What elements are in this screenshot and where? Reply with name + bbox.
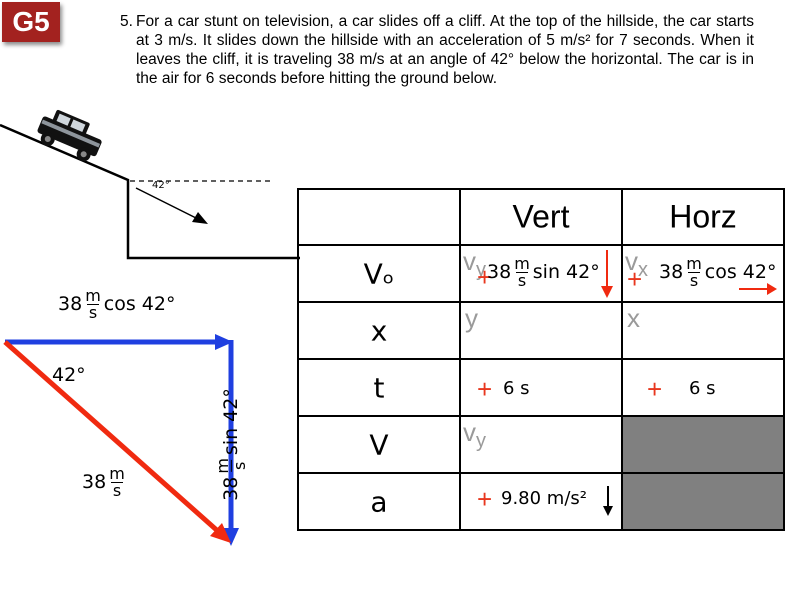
a-vert-value: 9.80 m/s² — [501, 488, 587, 509]
row-label-t: t — [297, 358, 461, 417]
cell-a-vert: + 9.80 m/s² — [459, 472, 623, 531]
cell-x-horz: x — [621, 301, 785, 360]
plus-sign: + — [627, 264, 643, 294]
ghost-vy: vy — [463, 246, 486, 281]
ghost-x: x — [627, 303, 640, 333]
plus-sign: + — [477, 262, 493, 292]
t-horz-value: 6 s — [689, 378, 716, 399]
triangle-angle-label: 42° — [52, 364, 86, 386]
plus-sign: + — [477, 374, 493, 404]
resultant-velocity-arrow — [3, 340, 222, 535]
launch-arrowhead — [192, 212, 208, 224]
right-arrow-icon — [739, 283, 777, 295]
header-vert: Vert — [459, 188, 623, 246]
table-row-time: t + 6 s + 6 s — [297, 358, 785, 417]
ghost-vx: vx — [625, 246, 648, 281]
table-header-row: Vert Horz — [297, 188, 785, 246]
horizontal-component-arrowhead — [215, 334, 233, 350]
header-horz: Horz — [621, 188, 785, 246]
row-label-vo: Vₒ — [297, 244, 461, 303]
plus-sign: + — [477, 484, 493, 514]
problem-number: 5. — [120, 13, 133, 30]
ghost-vy: vy — [463, 417, 486, 452]
cell-v-horz-blocked — [621, 415, 785, 474]
down-arrow-icon — [601, 250, 613, 298]
scene-angle-label: 42° — [152, 180, 170, 191]
down-arrow-icon — [603, 486, 613, 516]
cell-x-vert: y — [459, 301, 623, 360]
header-blank-cell — [297, 188, 461, 246]
cell-t-horz: + 6 s — [621, 358, 785, 417]
resultant-velocity-arrowhead — [210, 523, 231, 543]
row-label-x: x — [297, 301, 461, 360]
hillside-and-cliff — [0, 123, 300, 260]
cell-v-vert: vy — [459, 415, 623, 474]
row-label-v: V — [297, 415, 461, 474]
car-icon — [37, 109, 102, 162]
problem-statement: 5. For a car stunt on television, a car … — [120, 12, 754, 88]
row-label-a: a — [297, 472, 461, 531]
t-vert-value: 6 s — [503, 378, 530, 399]
cell-a-horz-blocked — [621, 472, 785, 531]
table-row-final-velocity: V vy — [297, 415, 785, 474]
slide-badge: G5 — [2, 2, 60, 42]
ghost-y: y — [465, 303, 478, 333]
launch-velocity-arrow — [135, 187, 201, 221]
table-row-displacement: x y x — [297, 301, 785, 360]
problem-text: For a car stunt on television, a car sli… — [136, 13, 754, 87]
table-row-acceleration: a + 9.80 m/s² — [297, 472, 785, 531]
cell-t-vert: + 6 s — [459, 358, 623, 417]
vertical-component-arrowhead — [223, 528, 239, 546]
plus-sign: + — [647, 374, 663, 404]
